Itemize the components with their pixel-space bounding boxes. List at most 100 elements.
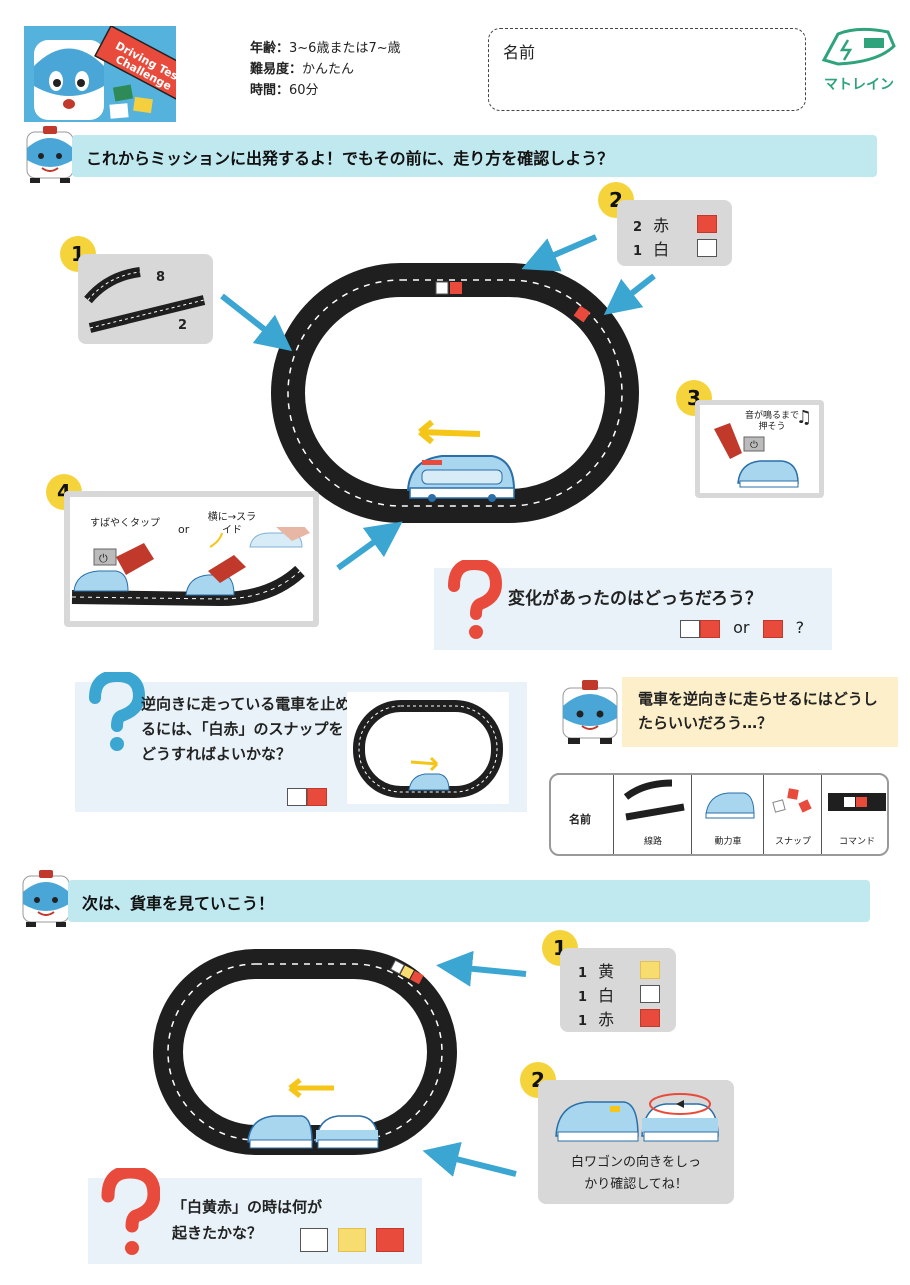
brand-logo: マトレイン — [818, 26, 900, 96]
red-swatch — [376, 1228, 404, 1252]
wagon-step2-caption: 白ワゴンの向きをしっかり確認してね！ — [570, 1155, 701, 1192]
question2-swatches — [287, 786, 327, 806]
snap-white-yellow-red — [390, 959, 424, 985]
svg-text:⏻: ⏻ — [750, 440, 758, 451]
wagon-step1-box: 1 黄 1 白 1 赤 — [560, 948, 676, 1032]
track-pieces-icon — [84, 267, 206, 333]
small-track-panel — [347, 692, 509, 804]
age-label: 年齢： — [250, 41, 290, 56]
age-value: 3~6歳または7~歳 — [289, 41, 401, 56]
name-field[interactable]: 名前 — [488, 28, 806, 111]
red-swatch — [762, 619, 783, 638]
name-field-label: 名前 — [503, 43, 536, 62]
yellow-swatch — [338, 1228, 366, 1252]
mascot-illustration — [34, 26, 176, 120]
step1-box: 8 2 — [78, 254, 213, 344]
wagon-banner-text: 次は、貨車を見ていこう！ — [82, 894, 275, 913]
engine-train-icon — [705, 792, 755, 819]
time-label: 時間： — [250, 83, 290, 98]
white-swatch — [287, 787, 307, 806]
red-swatch — [697, 215, 717, 233]
legend-engine-cell: 動力車 — [691, 775, 764, 854]
time-row: 時間：60分 — [250, 80, 401, 101]
speech-bubble: 電車を逆向きに走らせるにはどうしたらいいだろう…？ — [622, 677, 898, 747]
question-mark-red-icon — [448, 560, 503, 639]
speech-text: 電車を逆向きに走らせるにはどうしたらいいだろう…？ — [638, 690, 878, 732]
red-swatch — [307, 787, 327, 806]
question-mark-blue-icon — [89, 672, 146, 751]
snap-white-red — [435, 281, 462, 295]
white-swatch — [640, 985, 660, 1003]
question-mark-red-icon — [101, 1168, 160, 1255]
difficulty-row: 難易度：かんたん — [250, 59, 401, 80]
red-swatch — [700, 619, 720, 638]
mascot-icon — [562, 680, 618, 744]
red-swatch — [640, 1009, 660, 1027]
difficulty-value: かんたん — [302, 62, 355, 77]
wagon-step1-row-3-label: 赤 — [598, 1010, 615, 1029]
question1-text: 変化があったのはどっちだろう？ — [508, 589, 762, 609]
snap-icon — [772, 788, 812, 813]
step2-box: 2 赤 1 白 — [617, 200, 732, 266]
command-icon — [828, 793, 886, 811]
step2-row-1-label: 赤 — [653, 216, 670, 235]
step2-row-1-count: 2 — [633, 220, 643, 235]
white-swatch — [300, 1228, 328, 1252]
question3-swatches — [300, 1228, 404, 1252]
question2-box: 逆向きに走っている電車を止めるには、「白赤」のスナップをどうすればよいかな？ — [75, 672, 527, 812]
wagon-step1-row-1-count: 1 — [578, 966, 588, 981]
white-swatch — [680, 619, 700, 638]
tap-label: すばやくタップ — [90, 518, 160, 529]
legend-command-label: コマンド — [838, 837, 875, 847]
step3-badge: 3 — [676, 380, 712, 416]
question1-box: 変化があったのはどっちだろう？ or ? — [434, 560, 832, 650]
legend-command-cell: コマンド — [821, 775, 887, 854]
small-track-illustration — [353, 700, 503, 798]
engine-train-icon — [406, 455, 516, 502]
wagon-banner: 次は、貨車を見ていこう！ — [68, 880, 870, 922]
step2-row-2-label: 白 — [653, 240, 670, 259]
mascot-icon — [26, 126, 74, 183]
wagon-step1-row-3-count: 1 — [578, 1014, 588, 1029]
slide-label: 横に→スライド — [207, 512, 257, 536]
legend-snap-label: スナップ — [774, 837, 811, 847]
main-track — [271, 263, 639, 523]
intro-banner: これからミッションに出発するよ！でもその前に、走り方を確認しよう？ — [72, 135, 877, 177]
cover-image: Driving Test Challenge — [24, 26, 176, 122]
tap-slide-illustration: ⏻ — [71, 527, 310, 607]
legend-table: 名前 線路 動力車 スナップ コマンド — [549, 773, 889, 856]
hand-press-icon: ⏻ — [714, 423, 799, 488]
train-logo-icon — [821, 27, 896, 66]
time-value: 60分 — [289, 83, 319, 98]
music-note-icon: ♫ — [796, 407, 813, 428]
wagon-step2-box: 白ワゴンの向きをしっかり確認してね！ — [538, 1080, 734, 1204]
step2-row-1: 2 赤 — [633, 212, 723, 236]
step3-caption: 音が鳴るまで押そう — [744, 411, 799, 432]
step4-box: すばやくタップ or 横に→スライド ⏻ — [64, 491, 319, 627]
train-with-wagon-icon — [555, 1093, 719, 1142]
or-label: or — [178, 523, 190, 536]
intro-banner-text: これからミッションに出発するよ！でもその前に、走り方を確認しよう？ — [86, 149, 614, 168]
question1-or: or — [733, 618, 750, 637]
wagon-step1-row-1-label: 黄 — [598, 962, 615, 981]
yellow-swatch — [640, 961, 660, 979]
svg-text:⏻: ⏻ — [99, 552, 108, 565]
white-swatch — [697, 239, 717, 257]
legend-track-cell: 線路 — [613, 775, 692, 854]
question1-mark: ? — [795, 618, 805, 637]
question1-choices: or ? — [680, 618, 804, 638]
wagon-step1-row-3: 1 赤 — [578, 1006, 668, 1030]
brand-name: マトレイン — [824, 77, 894, 93]
info-block: 年齢：3~6歳または7~歳 難易度：かんたん 時間：60分 — [250, 38, 401, 101]
curve-count: 8 — [156, 270, 166, 285]
step2-row-2: 1 白 — [633, 236, 723, 260]
age-row: 年齢：3~6歳または7~歳 — [250, 38, 401, 59]
train-with-wagon-icon — [247, 1115, 379, 1149]
question3-text: 「白黄赤」の時は何が起きたかな？ — [172, 1198, 323, 1242]
step2-row-2-count: 1 — [633, 244, 643, 259]
wagon-step1-row-2: 1 白 — [578, 982, 668, 1006]
wagon-step1-row-2-label: 白 — [598, 986, 615, 1005]
step3-box: 音が鳴るまで押そう ♫ ⏻ — [695, 400, 824, 498]
track-pieces-icon — [623, 779, 685, 821]
wagon-step1-row-2-count: 1 — [578, 990, 588, 1005]
